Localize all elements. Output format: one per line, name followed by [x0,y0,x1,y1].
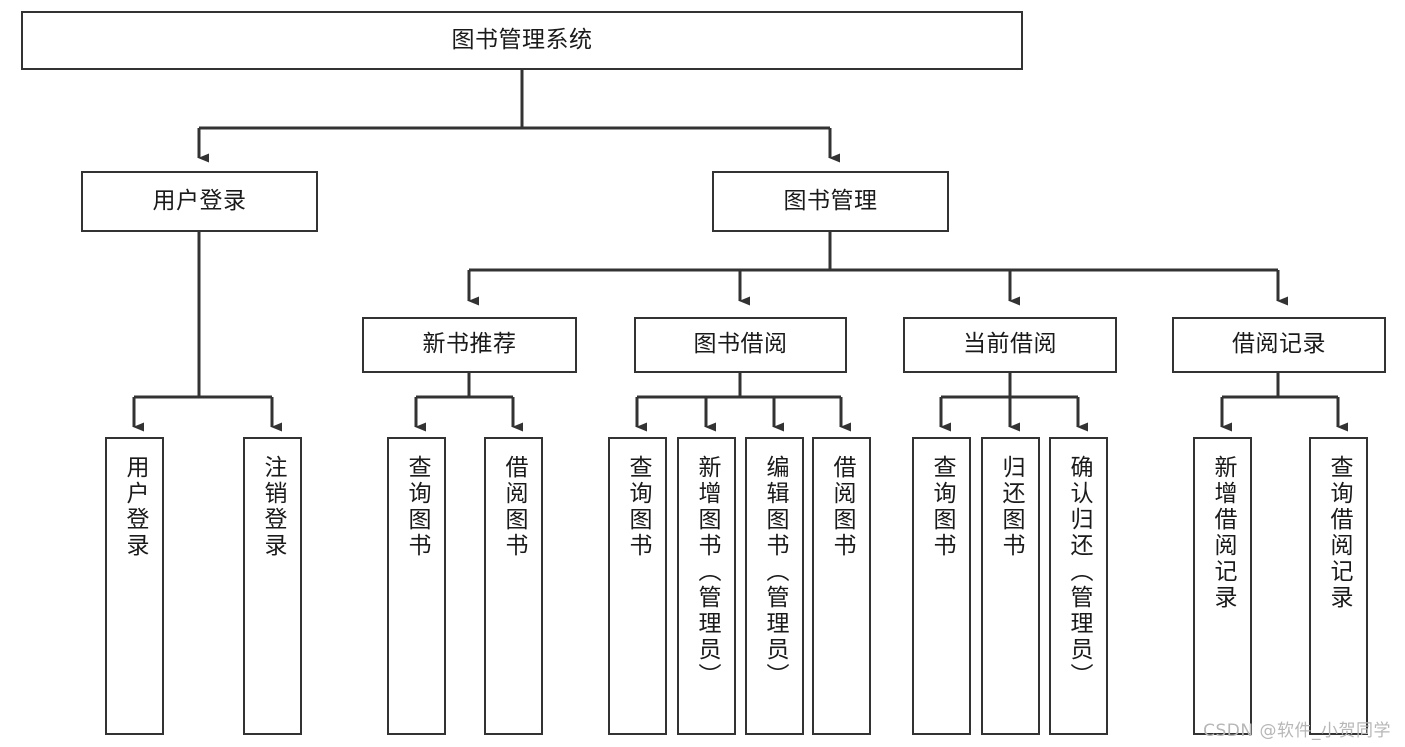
node-book-management-label: 图书管理 [783,187,878,214]
leaf-borrow-record-2-label: 查询借阅记录 [1326,455,1352,611]
leaf-book-borrow-3[interactable]: 编辑图书（管理员） [745,437,804,735]
leaf-book-borrow-4-label: 借阅图书 [829,455,855,559]
leaf-book-borrow-1[interactable]: 查询图书 [608,437,667,735]
leaf-user-login-1[interactable]: 用户登录 [105,437,164,735]
leaf-book-borrow-1-label: 查询图书 [625,455,651,559]
node-borrow-record[interactable]: 借阅记录 [1172,317,1386,373]
node-current-borrow[interactable]: 当前借阅 [903,317,1117,373]
leaf-book-borrow-2[interactable]: 新增图书（管理员） [677,437,736,735]
leaf-new-book-1[interactable]: 查询图书 [387,437,446,735]
node-book-borrow-label: 图书借阅 [693,331,788,358]
node-root[interactable]: 图书管理系统 [21,11,1023,70]
leaf-book-borrow-2-label: 新增图书（管理员） [694,455,720,689]
leaf-current-borrow-1[interactable]: 查询图书 [912,437,971,735]
leaf-borrow-record-1-label: 新增借阅记录 [1210,455,1236,611]
node-root-label: 图书管理系统 [451,26,593,53]
leaf-current-borrow-2[interactable]: 归还图书 [981,437,1040,735]
node-new-book-recommend[interactable]: 新书推荐 [362,317,577,373]
leaf-new-book-2-label: 借阅图书 [501,455,527,559]
leaf-user-login-2[interactable]: 注销登录 [243,437,302,735]
leaf-current-borrow-2-label: 归还图书 [998,455,1024,559]
leaf-book-borrow-4[interactable]: 借阅图书 [812,437,871,735]
leaf-borrow-record-1[interactable]: 新增借阅记录 [1193,437,1252,735]
leaf-book-borrow-3-label: 编辑图书（管理员） [762,455,788,689]
leaf-borrow-record-2[interactable]: 查询借阅记录 [1309,437,1368,735]
leaf-user-login-2-label: 注销登录 [260,455,286,559]
node-borrow-record-label: 借阅记录 [1232,331,1326,358]
leaf-new-book-1-label: 查询图书 [404,455,430,559]
leaf-current-borrow-3[interactable]: 确认归还（管理员） [1049,437,1108,735]
node-user-login-label: 用户登录 [152,187,247,214]
leaf-current-borrow-1-label: 查询图书 [929,455,955,559]
node-book-management[interactable]: 图书管理 [712,171,949,232]
csdn-watermark: CSDN @软件_小贺同学 [1203,721,1391,741]
leaf-current-borrow-3-label: 确认归还（管理员） [1066,455,1092,689]
node-book-borrow[interactable]: 图书借阅 [634,317,847,373]
node-user-login[interactable]: 用户登录 [81,171,318,232]
leaf-new-book-2[interactable]: 借阅图书 [484,437,543,735]
node-new-book-recommend-label: 新书推荐 [422,331,517,358]
node-current-borrow-label: 当前借阅 [963,331,1057,358]
leaf-user-login-1-label: 用户登录 [122,455,148,559]
